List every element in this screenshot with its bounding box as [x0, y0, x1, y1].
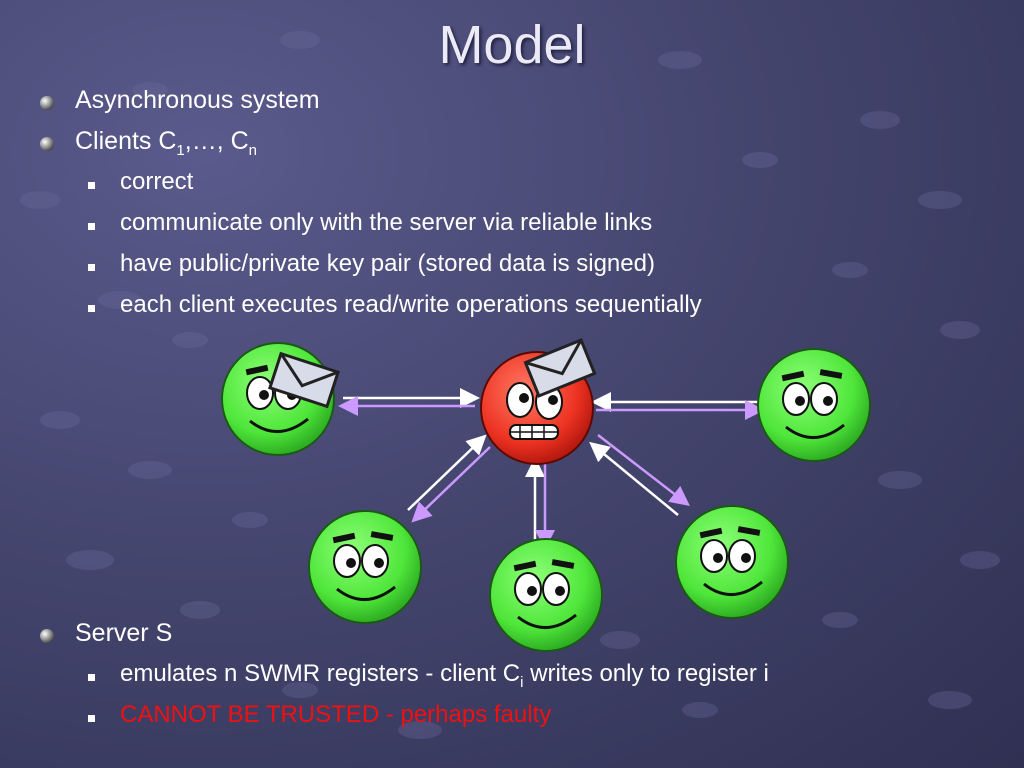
client-face-bottom-left — [307, 509, 423, 625]
bullet-square — [88, 182, 95, 189]
bullet-square — [88, 223, 95, 230]
sub-bullet-cannot-be-trusted: CANNOT BE TRUSTED - perhaps faulty — [120, 701, 552, 728]
sub-bullet-emulates: emulates n SWMR registers - client Ci wr… — [120, 660, 769, 691]
slide-title: Model — [438, 15, 586, 75]
sub-bullet-sequential: each client executes read/write operatio… — [120, 291, 702, 318]
bullet-square — [88, 674, 95, 681]
client-face-bottom-right — [674, 504, 790, 620]
bullet-sphere — [40, 629, 54, 643]
arrows — [338, 388, 765, 550]
client-face-top-right — [756, 347, 872, 463]
bullet-asynchronous-system: Asynchronous system — [75, 86, 320, 114]
bullet-server: Server S — [75, 619, 173, 647]
bullet-square — [88, 715, 95, 722]
sub-bullet-key-pair: have public/private key pair (stored dat… — [120, 250, 655, 277]
client-face-bottom-center — [488, 537, 604, 653]
bullet-clients: Clients C1,…, Cn — [75, 127, 258, 159]
bullet-sphere — [40, 137, 54, 151]
bullet-sphere — [40, 96, 54, 110]
bullet-square — [88, 305, 95, 312]
sub-bullet-correct: correct — [120, 168, 194, 195]
bullet-square — [88, 264, 95, 271]
sub-bullet-communicate: communicate only with the server via rel… — [120, 209, 653, 236]
